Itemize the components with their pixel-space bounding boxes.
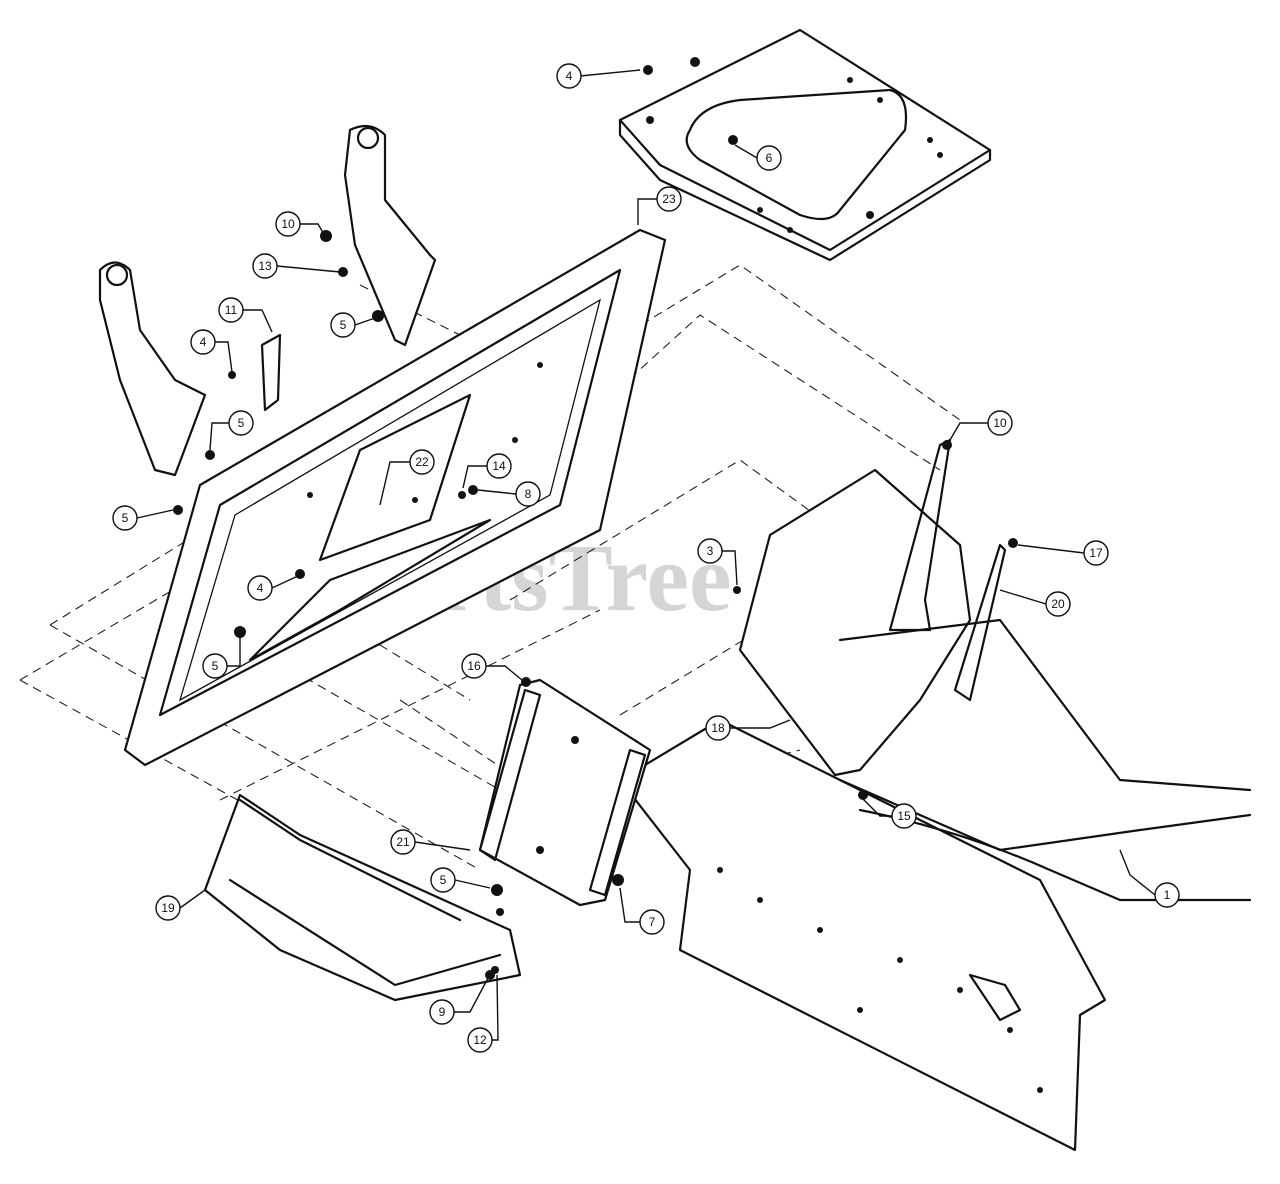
callout-4-low: 4 xyxy=(247,575,299,601)
svg-text:14: 14 xyxy=(492,459,506,473)
svg-text:1: 1 xyxy=(1164,888,1171,902)
svg-text:5: 5 xyxy=(238,416,245,430)
callout-7: 7 xyxy=(619,887,665,935)
callout-21: 21 xyxy=(390,829,471,855)
callout-1: 1 xyxy=(1119,849,1180,908)
svg-text:5: 5 xyxy=(440,873,447,887)
callout-20: 20 xyxy=(999,589,1071,617)
svg-text:4: 4 xyxy=(257,581,264,595)
callout-5-c: 5 xyxy=(112,505,174,531)
callout-4-top: 4 xyxy=(556,63,641,89)
callout-23: 23 xyxy=(637,186,682,225)
svg-text:21: 21 xyxy=(396,835,410,849)
svg-text:7: 7 xyxy=(649,915,656,929)
svg-text:22: 22 xyxy=(415,455,429,469)
svg-text:18: 18 xyxy=(711,721,725,735)
side-plate-part xyxy=(618,718,1252,1152)
svg-text:3: 3 xyxy=(707,544,714,558)
svg-text:17: 17 xyxy=(1089,546,1103,560)
svg-text:8: 8 xyxy=(525,487,532,501)
svg-text:5: 5 xyxy=(122,511,129,525)
callout-8: 8 xyxy=(477,481,541,507)
fasteners xyxy=(173,57,1018,980)
callout-5-b: 5 xyxy=(209,410,254,451)
svg-text:11: 11 xyxy=(225,303,238,317)
svg-text:15: 15 xyxy=(897,809,911,823)
svg-text:4: 4 xyxy=(200,335,207,349)
small-bracket-part xyxy=(260,333,282,412)
svg-text:9: 9 xyxy=(439,1005,446,1019)
svg-text:4: 4 xyxy=(566,69,573,83)
callout-12: 12 xyxy=(467,974,499,1053)
callout-10-left: 10 xyxy=(275,211,326,237)
lower-tray-part xyxy=(203,793,522,1002)
svg-text:19: 19 xyxy=(161,901,175,915)
callout-19: 19 xyxy=(155,889,206,921)
callout-15: 15 xyxy=(861,797,917,829)
svg-text:5: 5 xyxy=(340,318,347,332)
svg-text:13: 13 xyxy=(258,259,272,273)
svg-text:10: 10 xyxy=(281,217,295,231)
svg-text:10: 10 xyxy=(993,416,1007,430)
svg-text:6: 6 xyxy=(766,151,773,165)
callout-17: 17 xyxy=(1017,540,1109,566)
svg-text:23: 23 xyxy=(662,192,676,206)
svg-text:5: 5 xyxy=(212,659,219,673)
callout-4-mid: 4 xyxy=(190,329,233,373)
svg-text:12: 12 xyxy=(473,1033,487,1047)
middle-bracket-part xyxy=(478,678,652,907)
callout-3: 3 xyxy=(697,538,738,586)
callout-11: 11 xyxy=(218,297,273,333)
callout-9: 9 xyxy=(429,977,489,1025)
top-plate-part xyxy=(618,28,992,262)
callout-13: 13 xyxy=(252,253,341,279)
callout-6: 6 xyxy=(734,144,782,171)
callout-5-e: 5 xyxy=(430,867,491,893)
left-hanger-brackets xyxy=(98,124,437,477)
svg-text:20: 20 xyxy=(1051,597,1065,611)
main-frame-part xyxy=(123,228,667,767)
svg-text:16: 16 xyxy=(467,659,481,673)
callout-10-right: 10 xyxy=(949,410,1013,441)
callout-16: 16 xyxy=(461,653,523,681)
callout-5-d: 5 xyxy=(202,636,241,679)
callout-18: 18 xyxy=(705,715,791,741)
callout-22: 22 xyxy=(379,449,435,506)
callout-14: 14 xyxy=(462,453,512,489)
seat-pan-part xyxy=(738,438,1252,792)
callout-5-a: 5 xyxy=(330,312,376,338)
